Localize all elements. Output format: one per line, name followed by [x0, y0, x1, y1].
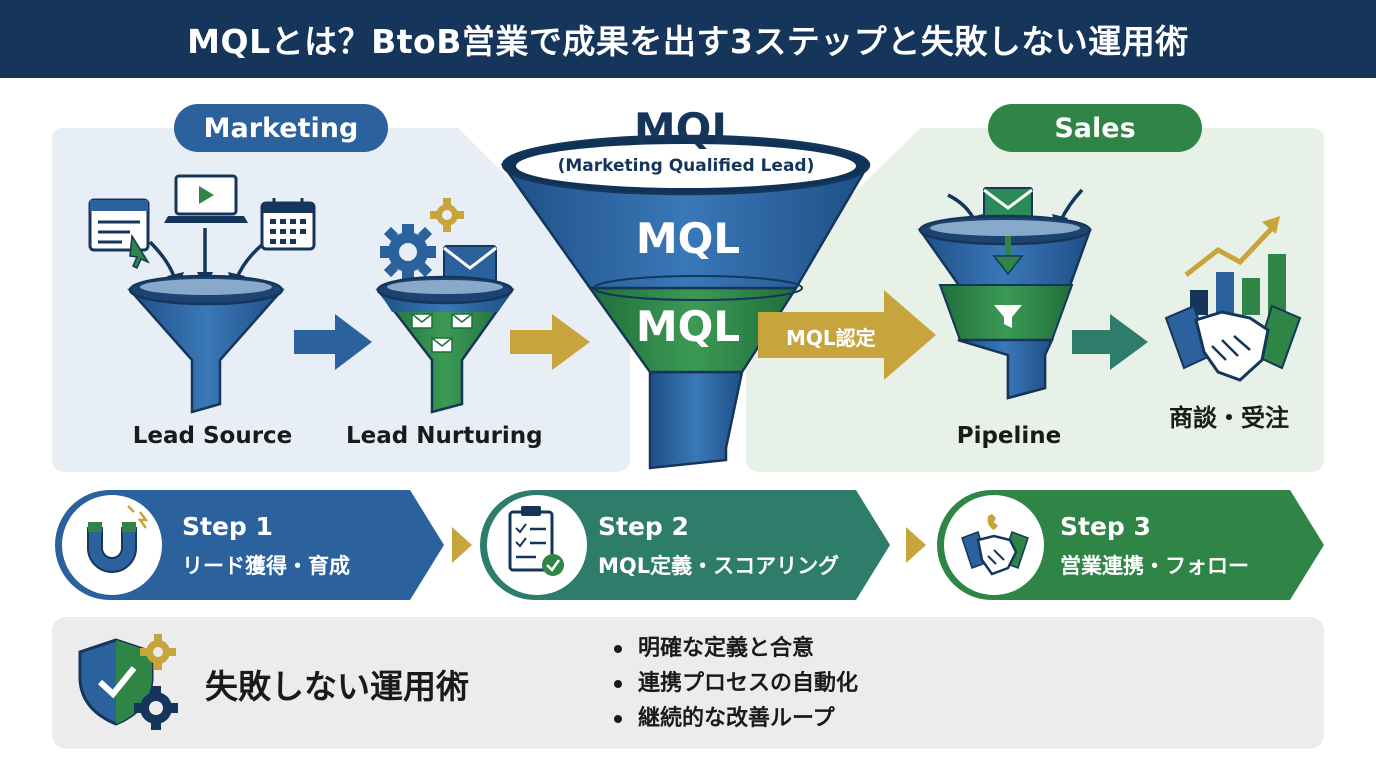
mql-certified-label: MQL認定: [786, 326, 876, 350]
lead-nurturing-funnel-icon: [375, 275, 515, 414]
laptop-icon: [164, 174, 248, 223]
mql-certified-arrow-icon: [758, 290, 936, 380]
step1-desc: リード獲得・育成: [182, 554, 350, 578]
calendar-icon: [260, 198, 316, 251]
lead-source-label: Lead Source: [132, 423, 293, 449]
list-item: 継続的な改善ループ: [610, 701, 858, 736]
step1-banner: [55, 490, 444, 600]
title-bar: MQLとは？BtoB営業で成果を出す3ステップと失敗しない運用術: [0, 0, 1376, 78]
list-item: 連携プロセスの自動化: [610, 666, 858, 701]
step-separator-icon: [452, 527, 472, 563]
checklist-icon: [508, 506, 564, 576]
mql-heading: MQL: [633, 104, 739, 153]
mail-icon: [443, 245, 497, 283]
step3-banner: [937, 490, 1324, 600]
arrow-to-nurturing-icon: [294, 314, 372, 370]
arrow-to-deal-icon: [1072, 314, 1148, 370]
bullet-icon: [614, 714, 622, 723]
step-separator-icon: [906, 527, 926, 563]
handshake-phone-icon: [961, 514, 1029, 576]
step3-title: Step 3: [1060, 512, 1151, 541]
handshake-icon: [1164, 304, 1302, 382]
mql-subtitle: (Marketing Qualified Lead): [557, 156, 815, 176]
step3-desc: 営業連携・フォロー: [1060, 554, 1249, 578]
best-practices-panel: [52, 617, 1324, 749]
arrow-to-mql-icon: [510, 314, 590, 370]
best-practices-title: 失敗しない運用術: [205, 667, 469, 706]
small-gear-icon: [430, 198, 464, 232]
magnet-icon: [87, 505, 149, 573]
pipeline-label: Pipeline: [956, 423, 1062, 449]
list-item: 明確な定義と合意: [610, 631, 858, 666]
bullet-icon: [614, 679, 622, 688]
deal-label: 商談・受注: [1169, 404, 1289, 432]
page-title: MQLとは？BtoB営業で成果を出す3ステップと失敗しない運用術: [187, 22, 1189, 61]
lead-source-funnel-icon: [127, 274, 285, 414]
mql-band-top: MQL: [635, 214, 741, 263]
bullet-icon: [614, 644, 622, 653]
pipeline-funnel-icon: [917, 214, 1092, 400]
browser-icon: [88, 198, 150, 270]
mql-band-bottom: MQL: [635, 302, 741, 351]
gear-icon: [380, 224, 436, 280]
step1-title: Step 1: [182, 512, 273, 541]
step2-desc: MQL定義・スコアリング: [598, 554, 840, 578]
best-practices-list: 明確な定義と合意 連携プロセスの自動化 継続的な改善ループ: [610, 631, 858, 736]
lead-nurturing-label: Lead Nurturing: [346, 423, 543, 449]
marketing-label: Marketing: [174, 104, 388, 152]
step2-banner: [480, 490, 890, 600]
step2-title: Step 2: [598, 512, 689, 541]
steps-row: Step 1 リード獲得・育成 Step 2 MQL定義・スコアリング Step…: [0, 490, 1376, 600]
sales-label: Sales: [988, 104, 1202, 152]
mql-funnel-icon: [500, 134, 871, 470]
